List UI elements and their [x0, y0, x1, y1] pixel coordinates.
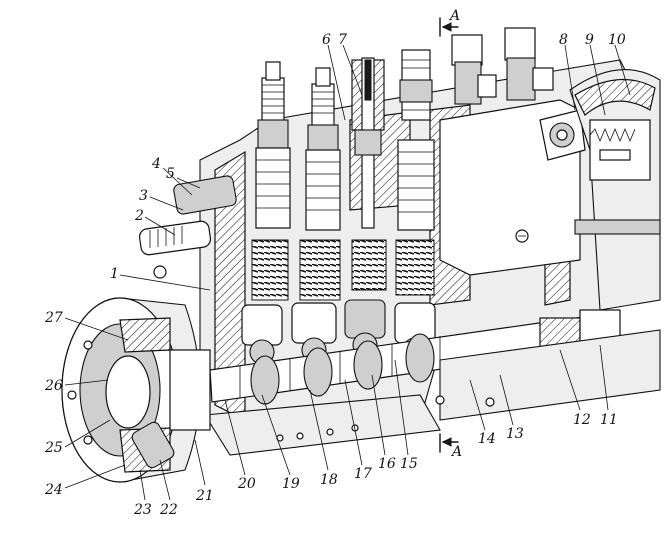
drive-coupling	[61, 297, 211, 483]
plunger-springs	[251, 239, 435, 301]
label-11: 11	[600, 412, 618, 428]
label-9: 9	[585, 32, 594, 48]
section-mark-bottom: A	[439, 433, 462, 460]
governor-housing	[569, 69, 661, 311]
label-21: 21	[195, 488, 214, 504]
leader-lines	[64, 44, 631, 501]
section-mark-top: A	[439, 8, 460, 37]
label-14: 14	[478, 431, 496, 447]
label-3: 3	[139, 188, 148, 204]
delivery-valve-holders	[255, 27, 554, 231]
label-27: 27	[44, 310, 63, 326]
label-1: 1	[110, 266, 119, 282]
label-19: 19	[282, 476, 300, 492]
base-plate	[204, 329, 661, 456]
label-16: 16	[378, 456, 396, 472]
label-2: 2	[134, 208, 144, 224]
label-4: 4	[151, 156, 161, 172]
label-20: 20	[237, 476, 256, 492]
label-12: 12	[573, 412, 591, 428]
inlet-fittings	[138, 175, 237, 279]
label-25: 25	[44, 440, 63, 456]
label-7: 7	[338, 32, 347, 48]
label-5: 5	[166, 166, 175, 182]
label-22: 22	[159, 502, 178, 518]
label-6: 6	[322, 32, 331, 48]
label-26: 26	[44, 378, 63, 394]
label-8: 8	[559, 32, 568, 48]
label-10: 10	[608, 32, 626, 48]
label-13: 13	[506, 426, 524, 442]
part-labels: 6 7 8 9 10 5 4 3 2 1 27 26 25 24 23 22 2…	[44, 32, 626, 518]
section-label-bottom: A	[450, 444, 462, 460]
label-23: 23	[133, 502, 152, 518]
label-18: 18	[320, 472, 338, 488]
label-24: 24	[44, 482, 63, 498]
section-label-top: A	[448, 8, 460, 24]
label-17: 17	[354, 466, 372, 482]
label-15: 15	[400, 456, 418, 472]
